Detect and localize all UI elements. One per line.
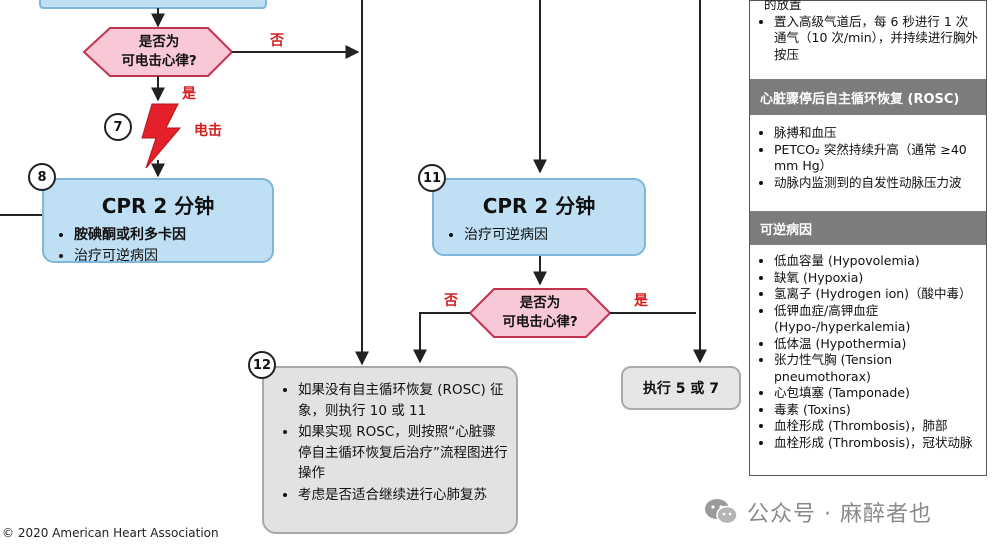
decision-top-line2: 可电击心律?: [121, 53, 197, 69]
step-11-number: 11: [418, 164, 446, 192]
step-11-list: 治疗可逆病因: [434, 225, 644, 246]
info-panel: 的放置 置入高级气道后，每 6 秒进行 1 次通气（10 次/min），并持续进…: [749, 0, 987, 476]
watermark-text: 公众号 · 麻醉者也: [747, 502, 932, 527]
step-7-number: 7: [104, 113, 132, 141]
reversible-item: 氢离子 (Hydrogen ion)（酸中毒）: [774, 286, 980, 303]
panel-top-list: 的放置 置入高级气道后，每 6 秒进行 1 次通气（10 次/min），并持续进…: [750, 0, 986, 71]
reversible-list: 低血容量 (Hypovolemia) 缺氧 (Hypoxia) 氢离子 (Hyd…: [750, 245, 986, 457]
step-12-number: 12: [248, 351, 276, 379]
rosc-item: 动脉内监测到的自发性动脉压力波: [774, 175, 980, 192]
watermark: 公众号 · 麻醉者也: [703, 496, 932, 528]
decision-mid-yes-label: 是: [634, 293, 648, 309]
step-12-box: 如果没有自主循环恢复 (ROSC) 征象，则执行 10 或 11 如果实现 RO…: [262, 366, 518, 534]
wechat-icon: [705, 499, 738, 525]
reversible-item: 毒素 (Toxins): [774, 402, 980, 419]
step-8-item: 胺碘酮或利多卡因: [74, 225, 272, 246]
shock-icon: [141, 103, 182, 169]
reversible-item: 心包填塞 (Tamponade): [774, 385, 980, 402]
reversible-item: 低钾血症/高钾血症 (Hypo-/hyperkalemia): [774, 303, 980, 336]
top-box-remnant: [39, 0, 267, 9]
reversible-item: 血栓形成 (Thrombosis)，冠状动脉: [774, 435, 980, 452]
rosc-list: 脉搏和血压 PETCO₂ 突然持续升高（通常 ≥40 mm Hg） 动脉内监测到…: [750, 115, 986, 211]
step-8-title: CPR 2 分钟: [101, 194, 215, 218]
decision-top-yes-label: 是: [182, 86, 196, 102]
reversible-header: 可逆病因: [750, 211, 986, 245]
decision-mid-text: 是否为 可电击心律?: [486, 294, 594, 332]
step-11-title: CPR 2 分钟: [482, 194, 596, 218]
panel-top-item: 的放置: [764, 0, 802, 12]
shock-label: 电击: [194, 123, 222, 139]
step-12-item: 考虑是否适合继续进行心肺复苏: [298, 485, 508, 506]
step-12-item: 如果实现 ROSC，则按照“心脏骤停自主循环恢复后治疗”流程图进行操作: [298, 422, 508, 484]
arrow-mid-no: [413, 312, 470, 364]
decision-mid-no-label: 否: [444, 293, 458, 309]
step-8-item: 治疗可逆病因: [74, 246, 272, 267]
step-11-item: 治疗可逆病因: [464, 225, 644, 246]
reversible-item: 低血容量 (Hypovolemia): [774, 253, 980, 270]
decision-mid-line2: 可电击心律?: [502, 314, 578, 330]
rosc-header: 心脏骤停后自主循环恢复 (ROSC): [750, 79, 986, 115]
reversible-item: 张力性气胸 (Tension pneumothorax): [774, 352, 980, 385]
reversible-item: 缺氧 (Hypoxia): [774, 270, 980, 287]
step-12-item: 如果没有自主循环恢复 (ROSC) 征象，则执行 10 或 11: [298, 380, 508, 421]
step-12-list: 如果没有自主循环恢复 (ROSC) 征象，则执行 10 或 11 如果实现 RO…: [264, 380, 516, 505]
step-8-number: 8: [28, 163, 56, 191]
step-8-box: CPR 2 分钟 胺碘酮或利多卡因 治疗可逆病因: [42, 178, 274, 264]
copyright-text: © 2020 American Heart Association: [2, 526, 219, 540]
reversible-item: 低体温 (Hypothermia): [774, 336, 980, 353]
reversible-item: 血栓形成 (Thrombosis)，肺部: [774, 418, 980, 435]
rosc-item: PETCO₂ 突然持续升高（通常 ≥40 mm Hg）: [774, 142, 980, 175]
step-11-box: CPR 2 分钟 治疗可逆病因: [432, 178, 646, 256]
exec-5-or-7-box: 执行 5 或 7: [621, 366, 741, 410]
decision-top-line1: 是否为: [138, 34, 180, 50]
step-8-list: 胺碘酮或利多卡因 治疗可逆病因: [44, 225, 272, 267]
decision-mid-line1: 是否为: [519, 295, 561, 311]
decision-top-text: 是否为 可电击心律?: [104, 33, 214, 71]
rosc-item: 脉搏和血压: [774, 125, 980, 142]
decision-top-no-label: 否: [270, 33, 284, 49]
panel-top-item: 置入高级气道后，每 6 秒进行 1 次通气（10 次/min），并持续进行胸外按…: [774, 14, 980, 64]
